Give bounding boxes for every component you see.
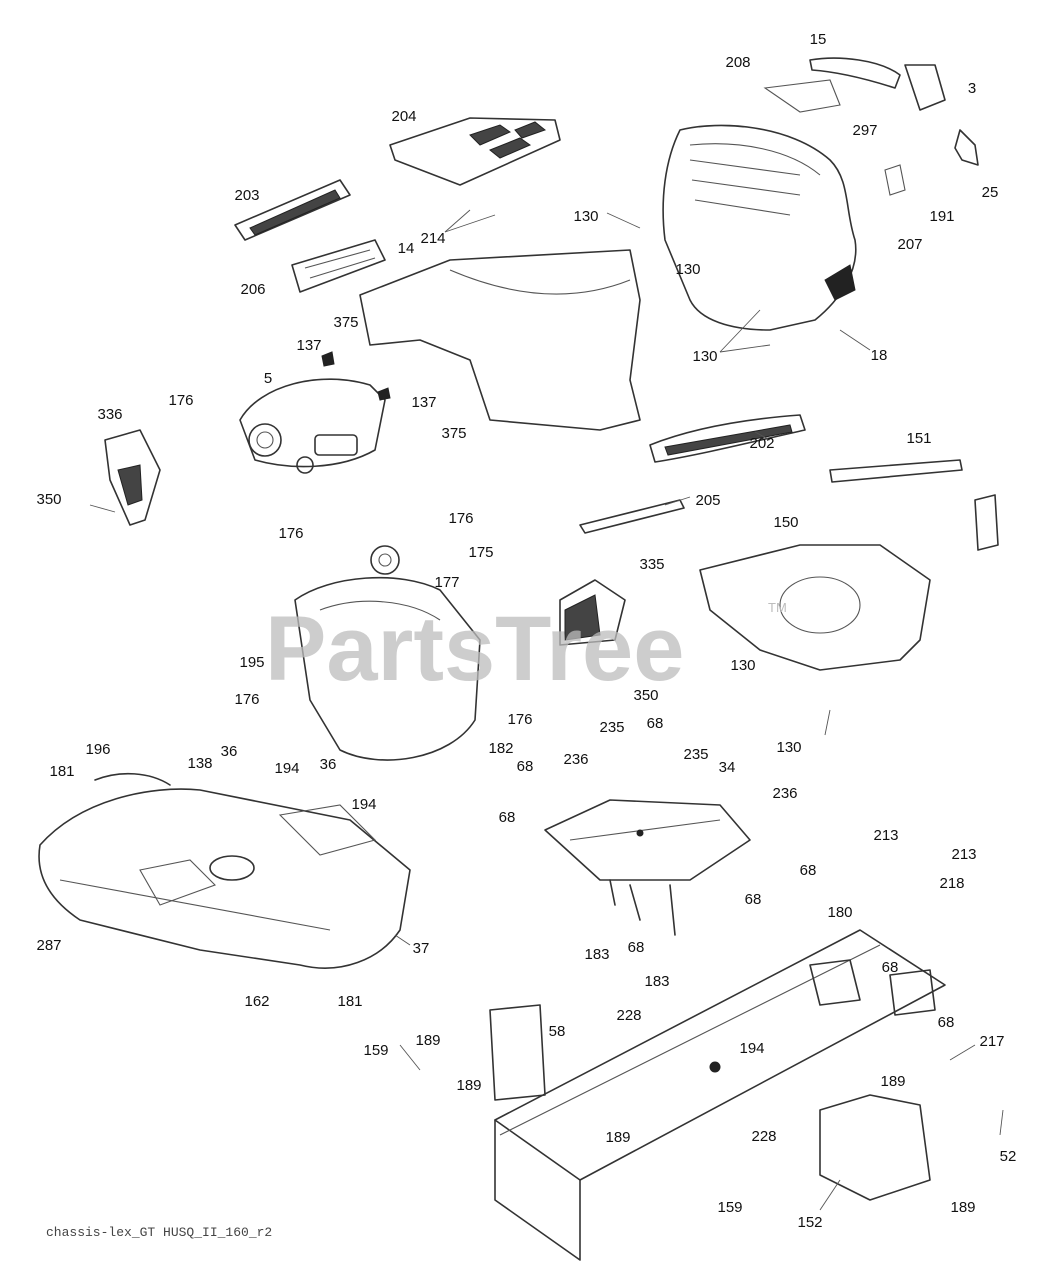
callout-183: 183 bbox=[584, 946, 609, 963]
callout-204: 204 bbox=[391, 108, 416, 125]
callout-176: 176 bbox=[448, 510, 473, 527]
callout-228: 228 bbox=[616, 1007, 641, 1024]
callout-25: 25 bbox=[982, 184, 999, 201]
callout-180: 180 bbox=[827, 904, 852, 921]
callout-236: 236 bbox=[772, 785, 797, 802]
callout-194: 194 bbox=[351, 796, 376, 813]
callout-36: 36 bbox=[320, 756, 337, 773]
callout-68: 68 bbox=[882, 959, 899, 976]
dash-console bbox=[104, 351, 391, 526]
callout-189: 189 bbox=[950, 1199, 975, 1216]
callout-214: 214 bbox=[420, 230, 445, 247]
callout-176: 176 bbox=[278, 525, 303, 542]
hood-assembly bbox=[234, 57, 979, 431]
callout-189: 189 bbox=[880, 1073, 905, 1090]
side-grille bbox=[579, 414, 806, 534]
callout-14: 14 bbox=[398, 240, 415, 257]
callout-206: 206 bbox=[240, 281, 265, 298]
callout-68: 68 bbox=[628, 939, 645, 956]
callout-68: 68 bbox=[938, 1014, 955, 1031]
callout-3: 3 bbox=[968, 80, 976, 97]
callout-130: 130 bbox=[776, 739, 801, 756]
callout-176: 176 bbox=[168, 392, 193, 409]
callout-217: 217 bbox=[979, 1033, 1004, 1050]
callout-37: 37 bbox=[413, 940, 430, 957]
callout-52: 52 bbox=[1000, 1148, 1017, 1165]
callout-236: 236 bbox=[563, 751, 588, 768]
axle-bracket bbox=[544, 799, 751, 936]
callout-205: 205 bbox=[695, 492, 720, 509]
callout-194: 194 bbox=[274, 760, 299, 777]
callout-130: 130 bbox=[573, 208, 598, 225]
callout-176: 176 bbox=[507, 711, 532, 728]
diagram-caption: chassis-lex_GT HUSQ_II_160_r2 bbox=[46, 1225, 272, 1240]
footrest-plate bbox=[699, 459, 999, 671]
callout-130: 130 bbox=[675, 261, 700, 278]
callout-297: 297 bbox=[852, 122, 877, 139]
callout-137: 137 bbox=[411, 394, 436, 411]
callout-36: 36 bbox=[221, 743, 238, 760]
callout-181: 181 bbox=[337, 993, 362, 1010]
callout-208: 208 bbox=[725, 54, 750, 71]
callout-68: 68 bbox=[517, 758, 534, 775]
callout-235: 235 bbox=[599, 719, 624, 736]
callout-15: 15 bbox=[810, 31, 827, 48]
watermark-trademark: TM bbox=[768, 600, 787, 615]
callout-207: 207 bbox=[897, 236, 922, 253]
callout-189: 189 bbox=[456, 1077, 481, 1094]
callout-228: 228 bbox=[751, 1128, 776, 1145]
callout-203: 203 bbox=[234, 187, 259, 204]
callout-213: 213 bbox=[873, 827, 898, 844]
callout-202: 202 bbox=[749, 435, 774, 452]
callout-5: 5 bbox=[264, 370, 272, 387]
callout-191: 191 bbox=[929, 208, 954, 225]
callout-175: 175 bbox=[468, 544, 493, 561]
callout-235: 235 bbox=[683, 746, 708, 763]
callout-34: 34 bbox=[719, 759, 736, 776]
callout-138: 138 bbox=[187, 755, 212, 772]
leader-lines bbox=[89, 209, 1004, 1211]
callout-68: 68 bbox=[647, 715, 664, 732]
callout-68: 68 bbox=[499, 809, 516, 826]
callout-181: 181 bbox=[49, 763, 74, 780]
callout-218: 218 bbox=[939, 875, 964, 892]
watermark-text: PartsTree bbox=[265, 598, 684, 700]
callout-162: 162 bbox=[244, 993, 269, 1010]
callout-58: 58 bbox=[549, 1023, 566, 1040]
callout-375: 375 bbox=[333, 314, 358, 331]
callout-130: 130 bbox=[730, 657, 755, 674]
callout-182: 182 bbox=[488, 740, 513, 757]
main-frame bbox=[489, 929, 946, 1261]
callout-350: 350 bbox=[36, 491, 61, 508]
callout-130: 130 bbox=[692, 348, 717, 365]
callout-137: 137 bbox=[296, 337, 321, 354]
callout-18: 18 bbox=[871, 347, 888, 364]
callout-196: 196 bbox=[85, 741, 110, 758]
callout-189: 189 bbox=[605, 1129, 630, 1146]
callout-189: 189 bbox=[415, 1032, 440, 1049]
callout-151: 151 bbox=[906, 430, 931, 447]
callout-159: 159 bbox=[363, 1042, 388, 1059]
callout-287: 287 bbox=[36, 937, 61, 954]
callout-194: 194 bbox=[739, 1040, 764, 1057]
rear-fender-deck bbox=[38, 772, 411, 969]
callout-335: 335 bbox=[639, 556, 664, 573]
callout-375: 375 bbox=[441, 425, 466, 442]
callout-68: 68 bbox=[800, 862, 817, 879]
fender bbox=[294, 545, 626, 761]
callout-159: 159 bbox=[717, 1199, 742, 1216]
callout-350: 350 bbox=[633, 687, 658, 704]
callout-68: 68 bbox=[745, 891, 762, 908]
callout-150: 150 bbox=[773, 514, 798, 531]
callout-152: 152 bbox=[797, 1214, 822, 1231]
callout-176: 176 bbox=[234, 691, 259, 708]
callout-213: 213 bbox=[951, 846, 976, 863]
callout-195: 195 bbox=[239, 654, 264, 671]
callout-336: 336 bbox=[97, 406, 122, 423]
callout-183: 183 bbox=[644, 973, 669, 990]
callout-177: 177 bbox=[434, 574, 459, 591]
